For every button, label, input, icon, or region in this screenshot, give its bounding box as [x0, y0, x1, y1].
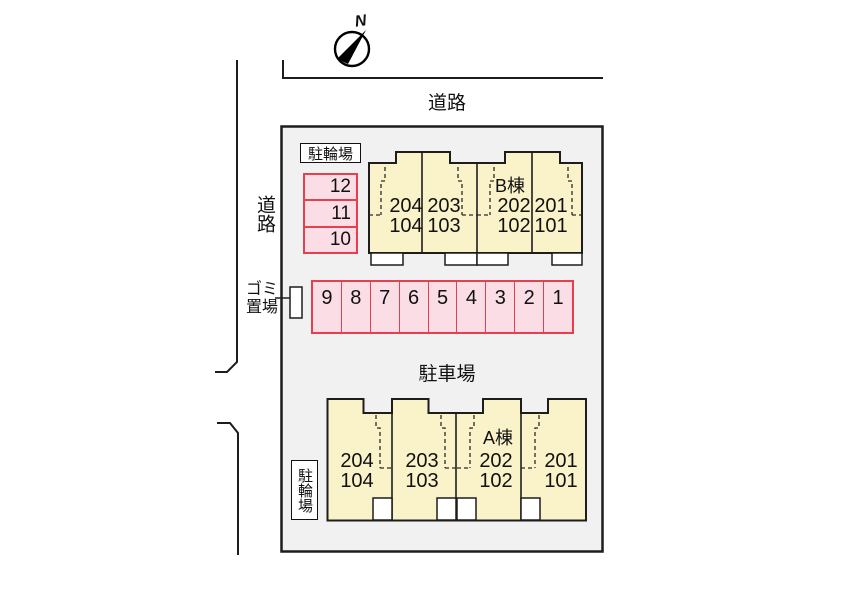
- building-a-porch-4: [520, 497, 541, 521]
- bike-space: 11: [303, 199, 358, 228]
- unit-number-lower: 101: [534, 214, 568, 237]
- building-b-entry-dash-3: [477, 167, 495, 216]
- parking-space: 8: [340, 282, 370, 332]
- garbage-box: [289, 286, 303, 319]
- building-a-entry-dash-1: [375, 415, 392, 469]
- building-a-entry-dash-2: [440, 415, 456, 469]
- road-line-left-upper: [215, 60, 238, 373]
- building-a-porch-3: [456, 497, 477, 521]
- bike-parking-bottom-label: 駐輪場: [296, 467, 313, 513]
- building-b-porch-1: [370, 252, 404, 266]
- unit-number-lower: 102: [497, 214, 531, 237]
- garbage-label: ゴミ 置場: [234, 281, 278, 316]
- unit-number-lower: 101: [544, 469, 578, 492]
- bike-space: 10: [303, 225, 358, 255]
- unit-number-lower: 104: [340, 469, 374, 492]
- parking-space: 7: [369, 282, 399, 332]
- building-b-entry-dash-4: [567, 167, 582, 216]
- unit-number-upper: 204: [389, 195, 423, 217]
- parking-space-number: 5: [436, 287, 449, 309]
- unit-number-lower: 103: [427, 214, 461, 237]
- unit-number-upper: 203: [427, 195, 461, 217]
- road-line-left-lower: [217, 422, 239, 555]
- building-b-entry-dash-2: [457, 167, 477, 216]
- building-a-entry-dash-3: [457, 415, 475, 469]
- building-a-entry-dash-4: [521, 415, 540, 469]
- unit-number-lower: 103: [405, 469, 439, 492]
- parking-space-number: 6: [408, 287, 420, 309]
- bike-parking-top-spaces: 12 11 10: [303, 173, 358, 255]
- bike-parking-bottom-label-box: 駐輪場: [291, 460, 318, 520]
- bike-space-number: 12: [329, 176, 351, 198]
- building-b-porch-4: [551, 252, 583, 266]
- unit-number-upper: 201: [534, 195, 568, 217]
- parking-space-number: 9: [321, 287, 333, 309]
- building-b-unit-3: 202 102: [497, 195, 531, 237]
- building-b-porch-2: [444, 252, 478, 266]
- parking-space: 2: [514, 282, 543, 332]
- parking-space-number: 4: [465, 287, 477, 309]
- parking-space: 9: [313, 282, 341, 332]
- building-b-unit-1: 204 104: [389, 195, 423, 237]
- garbage-label-line2: 置場: [245, 298, 278, 316]
- unit-number-upper: 202: [479, 450, 513, 472]
- building-b-entry-dash-1: [369, 167, 386, 216]
- bike-space-number: 10: [329, 228, 351, 250]
- parking-space-number: 8: [350, 287, 362, 309]
- compass-north-label: N: [353, 12, 368, 31]
- parking-lot-label: 駐車場: [418, 364, 476, 385]
- building-a-unit-1: 204 104: [340, 450, 374, 492]
- parking-row: 9 8 7 6 5 4 3 2 1: [311, 280, 574, 334]
- building-b-name: B棟: [494, 176, 526, 196]
- unit-number-upper: 203: [405, 450, 439, 472]
- unit-number-upper: 201: [544, 450, 578, 472]
- parking-space: 1: [543, 282, 572, 332]
- road-label-left: 道路: [254, 195, 275, 233]
- unit-number-upper: 202: [497, 195, 531, 217]
- building-a-porch-1: [372, 497, 393, 521]
- road-label-top: 道路: [427, 93, 467, 114]
- unit-number-lower: 104: [389, 214, 423, 237]
- building-a-unit-4: 201 101: [544, 450, 578, 492]
- parking-space-number: 2: [523, 287, 535, 309]
- unit-number-upper: 204: [340, 450, 374, 472]
- building-a-name: A棟: [482, 428, 514, 448]
- building-a-unit-2: 203 103: [405, 450, 439, 492]
- parking-space-number: 1: [552, 287, 564, 309]
- bike-space-number: 11: [331, 202, 351, 224]
- building-a-unit-3: 202 102: [479, 450, 513, 492]
- parking-space-number: 7: [379, 287, 391, 309]
- building-b-porch-3: [476, 252, 509, 266]
- parking-space-number: 3: [494, 287, 506, 309]
- building-b-unit-4: 201 101: [534, 195, 568, 237]
- building-a-porch-2: [436, 497, 457, 521]
- road-line-top: [282, 60, 603, 79]
- parking-space: 3: [485, 282, 514, 332]
- bike-space: 12: [303, 173, 358, 202]
- garbage-label-line1: ゴミ: [245, 281, 278, 298]
- parking-space: 4: [456, 282, 485, 332]
- parking-space: 6: [398, 282, 428, 332]
- unit-number-lower: 102: [479, 469, 513, 492]
- bike-parking-top-label-box: 駐輪場: [300, 143, 361, 163]
- compass-icon: [333, 30, 371, 68]
- bike-parking-top-label: 駐輪場: [307, 145, 353, 163]
- parking-space: 5: [427, 282, 457, 332]
- building-b-unit-2: 203 103: [427, 195, 461, 237]
